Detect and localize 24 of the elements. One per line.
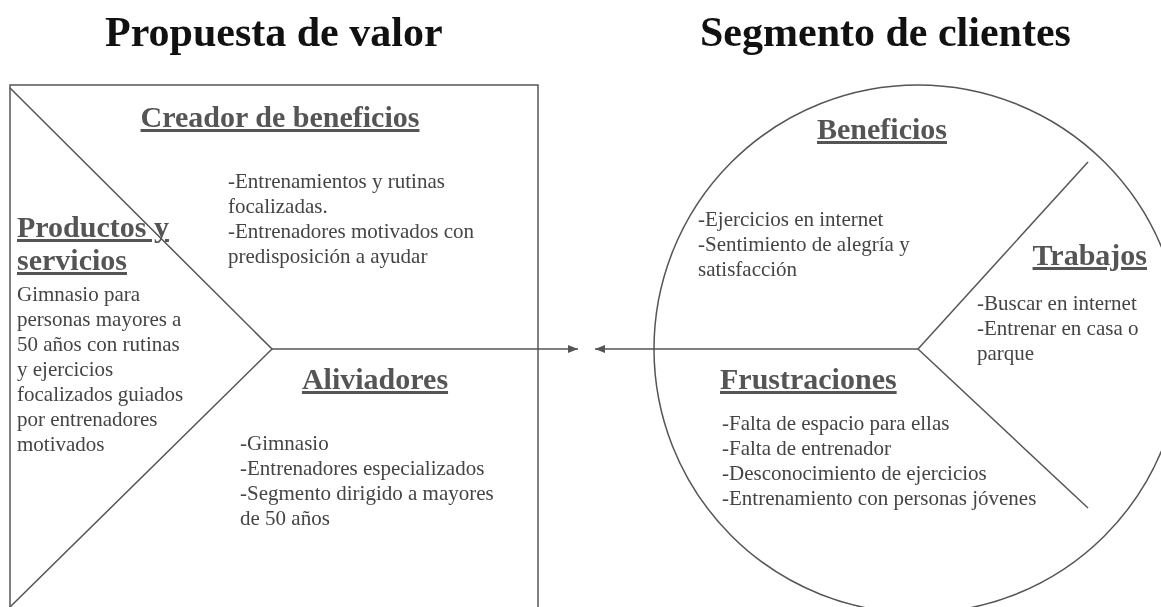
section-text: -Segmento dirigido a mayores de 50 años (240, 481, 495, 531)
section-text: -Desconocimiento de ejercicios (722, 461, 988, 486)
section-text: -Sentimiento de alegría y satisfacción (698, 232, 911, 282)
section-text: -Entrenamientos y rutinas focalizadas. (228, 169, 446, 219)
section-text: -Gimnasio (240, 431, 330, 456)
arrow (537, 345, 579, 353)
arrow (594, 345, 655, 353)
section-text: -Entrenadores especializados (240, 456, 486, 481)
section-text: -Buscar en internet (977, 291, 1138, 316)
section-text: -Entrenar en casa o parque (977, 316, 1140, 366)
section-heading: Creador de beneficios (140, 100, 420, 133)
section-text: -Entrenamiento con personas jóvenes (722, 486, 1038, 511)
section-heading: Frustraciones (720, 362, 897, 395)
section-heading: Productos y servicios (17, 210, 170, 276)
section-text: Gimnasio para personas mayores a 50 años con rutinas y ejercicios focalizados guiados por entrenadores motivados (17, 282, 185, 457)
panel-title: Segmento de clientes (700, 8, 1071, 56)
panel-title: Propuesta de valor (105, 8, 443, 56)
section-heading: Beneficios (817, 112, 947, 145)
section-heading: Trabajos (1032, 238, 1147, 271)
section-text: -Ejercicios en internet (698, 207, 885, 232)
section-text: -Entrenadores motivados con predisposición a ayudar (228, 219, 476, 269)
section-text: -Falta de entrenador (722, 436, 893, 461)
section-text: -Falta de espacio para ellas (722, 411, 951, 436)
section-heading: Aliviadores (301, 362, 449, 395)
